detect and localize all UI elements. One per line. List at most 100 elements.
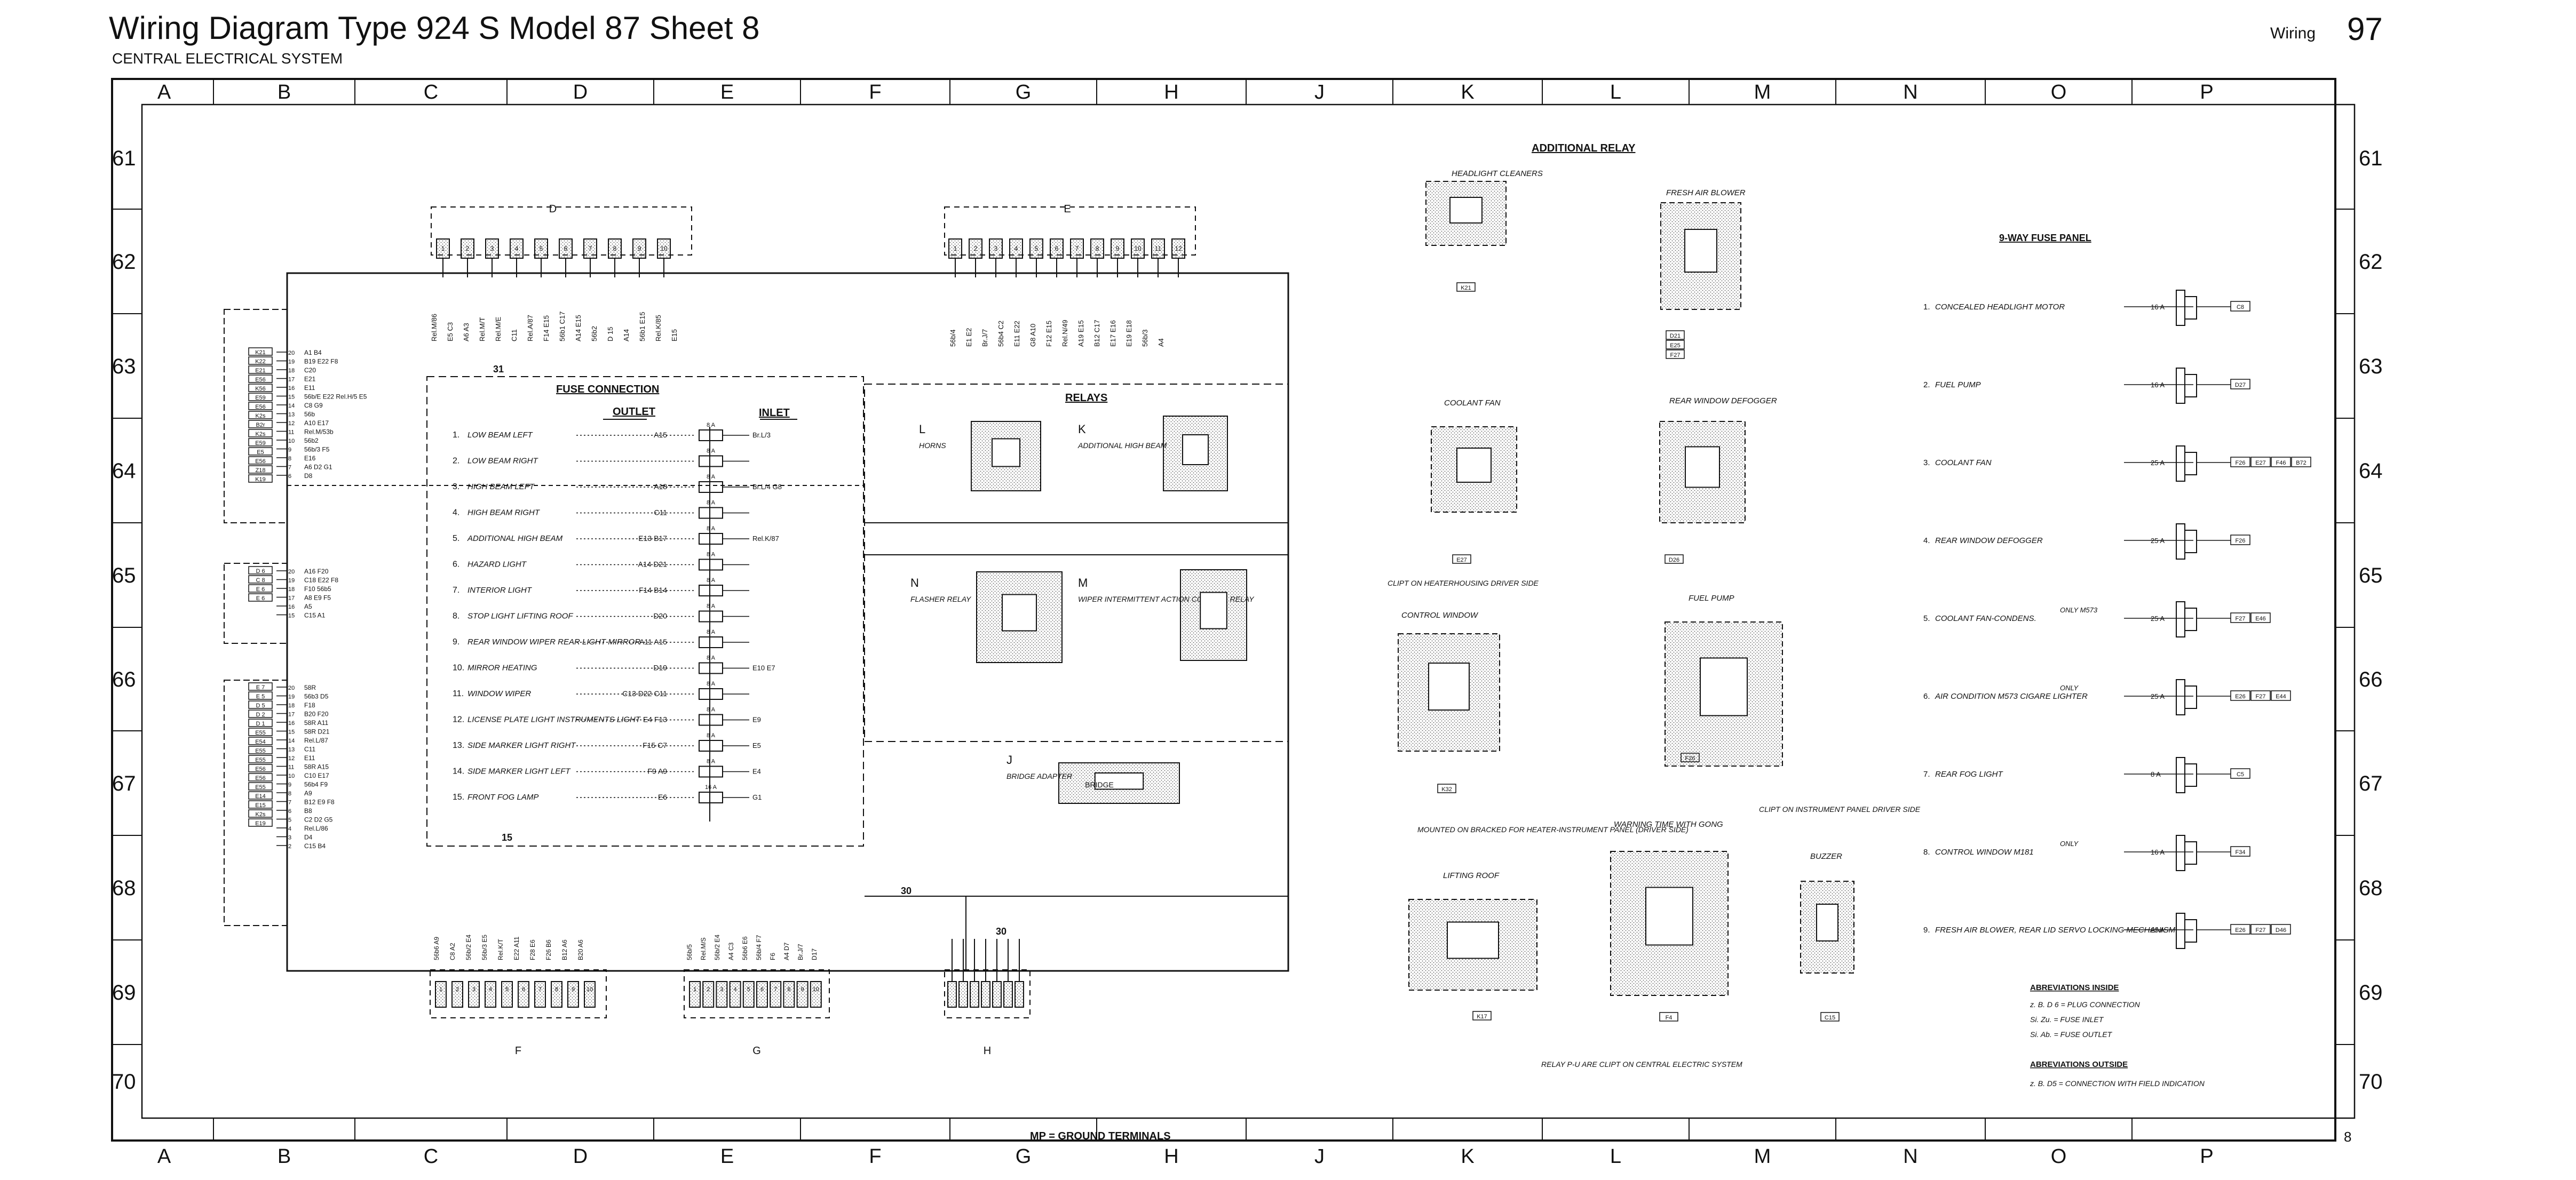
additional-relay-ref: E25 [1670, 342, 1681, 349]
left-connector-mid-id-box [248, 575, 273, 584]
connector-E-pin [1070, 238, 1084, 259]
bottom-wire-label: 56b/5 [686, 944, 693, 960]
fuse-body [699, 481, 723, 493]
left-connector-low-id: E 5 [256, 693, 265, 700]
fuse-panel-rating: 16 A [2151, 303, 2165, 311]
fuse-panel-extra: ONLY [2060, 840, 2079, 848]
connector-G-pin-label: 3 [720, 986, 723, 993]
left-connector-top-outline [224, 309, 288, 523]
additional-relay-name: FRESH AIR BLOWER [1666, 188, 1746, 197]
fuse-body [699, 610, 723, 623]
fuse-panel-rating: 16 A [2151, 381, 2165, 389]
relay-name: BRIDGE ADAPTER [1006, 772, 1072, 780]
fuse-panel-fuse [2184, 685, 2197, 709]
fuse-panel-label: REAR FOG LIGHT [1935, 770, 2004, 779]
fuse-panel-fuse [2184, 296, 2197, 320]
left-connector-low-id-box [248, 737, 273, 745]
fuse-number: 4. [453, 508, 459, 517]
grid-column-label-bottom: A [157, 1145, 171, 1168]
left-connector-low-wire-label: F18 [304, 701, 315, 709]
fuse-panel-ref: D46 [2276, 927, 2286, 934]
fuse-rating: 8 A [707, 655, 716, 661]
fuse-rating: 8 A [707, 448, 716, 455]
connector-D-pin-label: 5 [540, 245, 543, 252]
left-connector-mid-wire-label: C18 E22 F8 [304, 577, 338, 584]
fuse-body [699, 533, 723, 545]
diagram-title: Wiring Diagram Type 924 S Model 87 Sheet… [109, 10, 760, 46]
left-connector-low-pin-number: 13 [288, 747, 295, 753]
connector-G-pin [729, 981, 741, 1008]
relay-letter: N [910, 576, 919, 589]
grid-column-label-bottom: C [424, 1145, 438, 1168]
bottom-wire-label: Br.J/7 [797, 944, 804, 960]
fuse-panel-bracket [2176, 368, 2185, 404]
left-connector-low-pin-number: 18 [288, 703, 295, 709]
fuse-rating: 8 A [707, 732, 716, 739]
fuse-outlet-ref: E6 [658, 793, 667, 801]
fuse-panel-bracket [2176, 913, 2185, 949]
additional-relay-name: HEADLIGHT CLEANERS [1452, 169, 1543, 178]
grid-column-label-bottom: J [1314, 1145, 1325, 1168]
fuse-circuit-label: HIGH BEAM LEFT [467, 482, 535, 491]
fuse-outlet-ref: F15 C7 [643, 741, 667, 750]
fuse-rating: 8 A [707, 577, 716, 584]
additional-relay-ref: D26 [1669, 557, 1679, 563]
top-wire-label: A19 E15 [1077, 320, 1085, 347]
connector-H-pin [981, 981, 990, 1008]
bottom-wire-label: Rel.M/S [700, 937, 707, 960]
left-connector-low-pin-number: 11 [288, 764, 294, 771]
additional-relay-coil [1428, 663, 1470, 711]
relay-letter: M [1078, 576, 1088, 589]
left-connector-mid-id-box [248, 584, 273, 593]
top-wire-label: 56b/3 [1141, 329, 1149, 347]
left-connector-mid-id: D 6 [256, 568, 265, 575]
grid-column-label-bottom: G [1016, 1145, 1032, 1168]
left-connector-low-id-box [248, 700, 273, 709]
connector-E-pin-label: 4 [1014, 245, 1018, 252]
left-connector-top-id-box [248, 447, 273, 456]
connector-G-pin [796, 981, 809, 1008]
connector-E-pin [1111, 238, 1124, 259]
left-connector-low-id: E55 [255, 784, 266, 791]
fuse-panel-fuse [2184, 530, 2197, 553]
fuse-number: 10. [453, 664, 464, 673]
left-connector-low-id-box [248, 719, 273, 727]
fuse-rating: 8 A [707, 474, 716, 480]
left-connector-low-wire-label: Rel.L/87 [304, 737, 328, 744]
top-wire-label: E19 E18 [1125, 320, 1133, 347]
connector-E-pin [989, 238, 1003, 259]
grid-column-label-top: E [720, 81, 734, 103]
grid-column-label-bottom: P [2200, 1145, 2213, 1168]
top-wire-label: E15 [670, 329, 678, 341]
additional-relay-ref-box [1681, 753, 1700, 762]
grid-column-label-top: N [1903, 81, 1917, 103]
grid-column-label-top: A [157, 81, 171, 103]
left-connector-top-wire-label: 56b2 [304, 437, 319, 444]
left-connector-low-id-box [248, 755, 273, 763]
fuse-inlet-ref: E5 [752, 742, 761, 750]
left-connector-top-id-box [248, 384, 273, 392]
left-connector-low-wire-label: E11 [304, 754, 315, 762]
fuse-panel-label: REAR WINDOW DEFOGGER [1935, 536, 2043, 545]
bottom-wire-label: 56b/2 E4 [465, 935, 472, 960]
left-connector-low-id-box [248, 764, 273, 772]
left-connector-top-id-box [248, 474, 273, 483]
additional-relay-coil [1456, 448, 1492, 483]
connector-E-pin-label: 5 [1035, 245, 1039, 252]
mounting-note: CLIPT ON INSTRUMENT PANEL DRIVER SIDE [1759, 805, 1921, 814]
left-connector-top-id: K2s [256, 413, 266, 419]
left-connector-top-pin-number: 8 [288, 456, 291, 462]
fuse-panel-extra: ONLY M573 [2060, 606, 2098, 614]
left-connector-mid-id-box [248, 566, 273, 575]
grid-column-label-bottom: M [1754, 1145, 1771, 1168]
connector-F-pin [451, 981, 463, 1008]
fuse-outlet-ref: E4 F13 [643, 715, 667, 724]
left-connector-top-wire-label: D8 [304, 472, 313, 480]
fuse-panel-ref-box [2230, 457, 2250, 467]
grid-column-label-top: B [278, 81, 291, 103]
left-connector-low-id-box [248, 809, 273, 818]
diagram-subtitle: CENTRAL ELECTRICAL SYSTEM [112, 50, 343, 67]
fuse-panel-rating: 25 A [2151, 459, 2165, 467]
left-connector-top-id: E56 [255, 377, 266, 383]
fuse-panel-bracket [2176, 601, 2185, 637]
